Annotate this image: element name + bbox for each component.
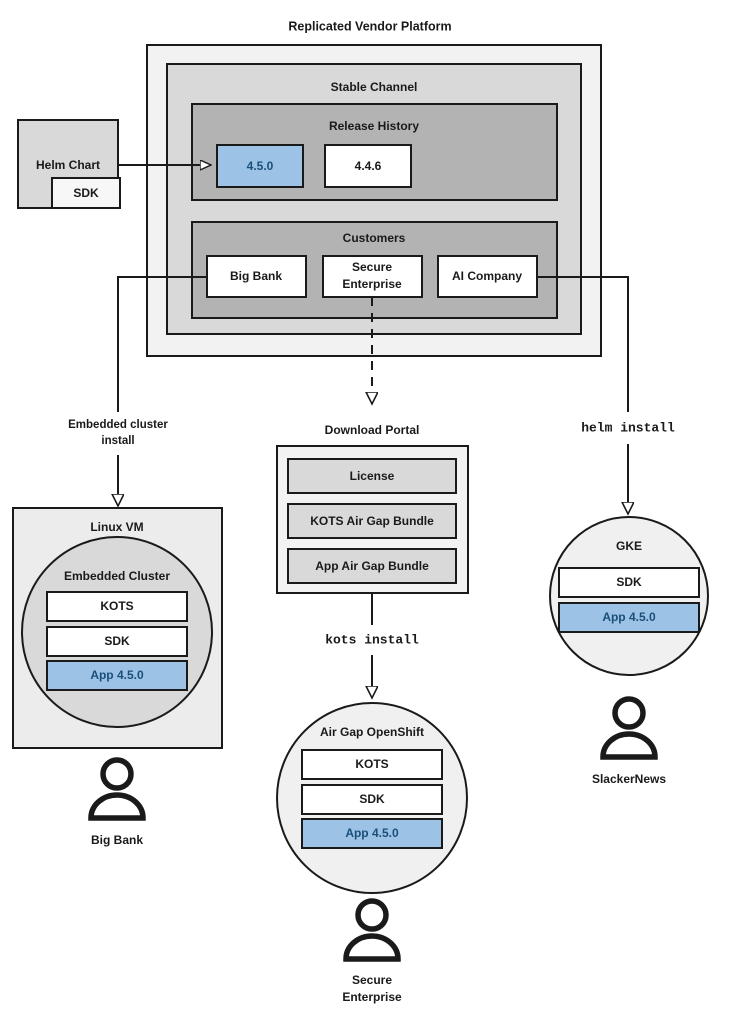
- linuxvm-component-sdk[interactable]: [46, 626, 188, 657]
- customer-box-ai-company[interactable]: [437, 255, 538, 298]
- portal-artifact-app-air-gap-bundle[interactable]: [287, 548, 457, 584]
- portal-artifact-label-0: License: [350, 469, 395, 483]
- customer-box-secure-enterprise[interactable]: [322, 255, 423, 298]
- linuxvm-component-kots[interactable]: [46, 591, 188, 622]
- linuxvm-component-app[interactable]: [46, 660, 188, 691]
- customer-name-1-line1: Secure: [352, 260, 392, 274]
- person-icon: [343, 898, 401, 962]
- embedded-install-label-line1: Embedded cluster: [68, 419, 168, 431]
- openshift-component-label-2: App 4.5.0: [345, 826, 399, 840]
- linuxvm-component-label-0: KOTS: [100, 599, 133, 613]
- openshift-component-sdk[interactable]: [301, 784, 443, 815]
- gke-component-sdk[interactable]: [558, 567, 700, 598]
- linuxvm-component-label-2: App 4.5.0: [90, 668, 144, 682]
- portal-artifact-kots-air-gap-bundle[interactable]: [287, 503, 457, 539]
- gke-component-label-0: SDK: [616, 575, 642, 589]
- gke-label: GKE: [616, 539, 642, 553]
- helm-install-label: helm install: [581, 420, 675, 435]
- linux-vm-label: Linux VM: [90, 520, 143, 534]
- release-history-label: Release History: [329, 119, 419, 133]
- portal-artifact-label-1: KOTS Air Gap Bundle: [310, 514, 434, 528]
- release-version-0: 4.5.0: [247, 159, 274, 173]
- page-title: Replicated Vendor Platform: [288, 19, 451, 33]
- release-version-1: 4.4.6: [355, 159, 382, 173]
- customer-box-big-bank[interactable]: [206, 255, 307, 298]
- linuxvm-component-label-1: SDK: [104, 634, 130, 648]
- helm-chart-sdk-label: SDK: [73, 186, 99, 200]
- linuxvm-customer-label: Big Bank: [91, 833, 143, 847]
- openshift-customer-label-line1: Secure: [352, 973, 392, 987]
- airgap-openshift-label: Air Gap OpenShift: [320, 725, 424, 739]
- openshift-customer-label-line2: Enterprise: [342, 990, 402, 1004]
- customers-label: Customers: [343, 231, 406, 245]
- gke-component-app[interactable]: [558, 602, 700, 633]
- helm-chart-sdk-box[interactable]: [51, 177, 121, 209]
- person-icon: [600, 696, 658, 760]
- customer-name-1-line2: Enterprise: [342, 277, 402, 291]
- customer-name-2: AI Company: [452, 269, 522, 283]
- openshift-component-label-1: SDK: [359, 792, 385, 806]
- release-box-4-5-0[interactable]: [216, 144, 304, 188]
- release-box-4-4-6[interactable]: [324, 144, 412, 188]
- person-icon: [88, 757, 146, 821]
- openshift-component-label-0: KOTS: [355, 757, 388, 771]
- openshift-component-kots[interactable]: [301, 749, 443, 780]
- connector-bigbank-to-linuxvm: [117, 276, 207, 412]
- customer-name-0: Big Bank: [230, 269, 282, 283]
- embedded-cluster-label: Embedded Cluster: [64, 569, 170, 583]
- portal-artifact-license[interactable]: [287, 458, 457, 494]
- gke-customer-label: SlackerNews: [592, 772, 666, 786]
- download-portal-label: Download Portal: [325, 423, 420, 437]
- portal-artifact-label-2: App Air Gap Bundle: [315, 559, 429, 573]
- openshift-component-app[interactable]: [301, 818, 443, 849]
- gke-component-label-1: App 4.5.0: [602, 610, 656, 624]
- stable-channel-label: Stable Channel: [331, 80, 418, 94]
- kots-install-label: kots install: [325, 632, 419, 647]
- embedded-install-label-line2: install: [101, 435, 134, 447]
- helm-chart-label: Helm Chart: [36, 158, 100, 172]
- connector-aicompany-to-gke: [537, 276, 629, 412]
